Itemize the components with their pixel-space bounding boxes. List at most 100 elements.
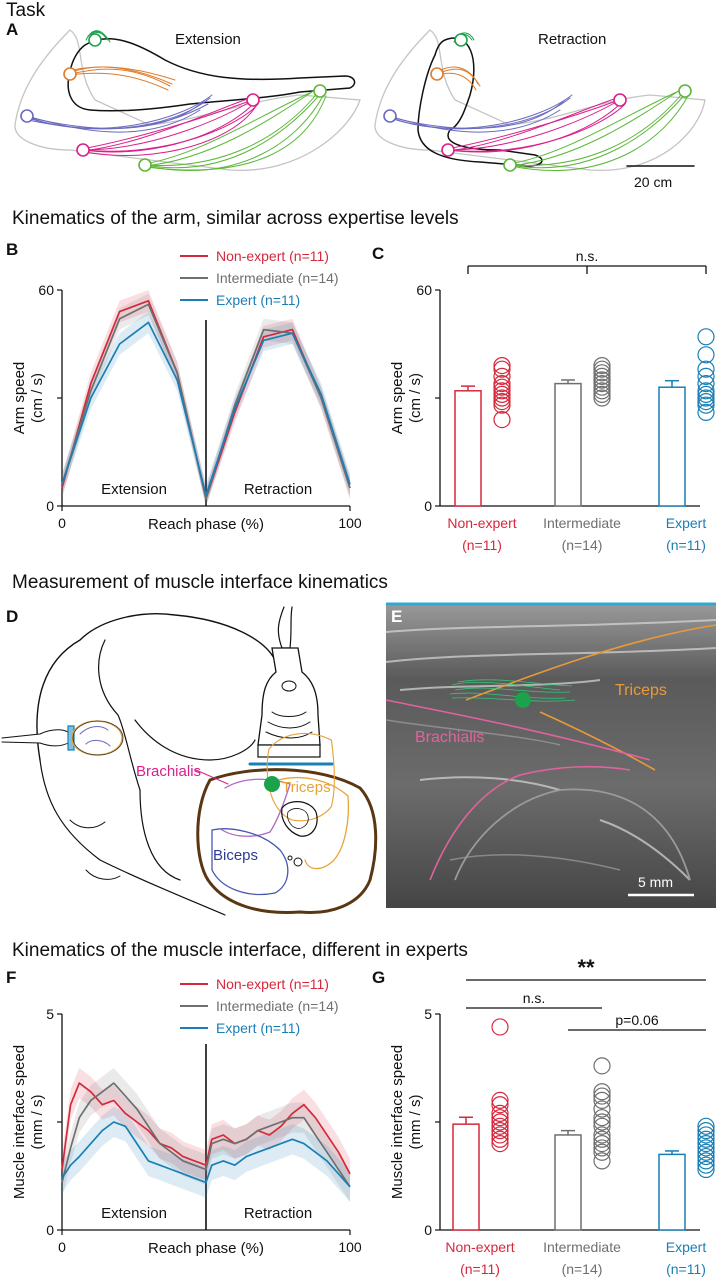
chartB-ylabel-1: Arm speed bbox=[11, 362, 28, 435]
panel-d: Brachialis Triceps Biceps bbox=[1, 606, 378, 916]
panel-a-retraction-title: Retraction bbox=[538, 31, 606, 48]
chartG-point-1 bbox=[593, 1126, 611, 1144]
chartG-bar-1 bbox=[554, 1134, 582, 1231]
chartC-point-2 bbox=[697, 375, 715, 393]
chartG-point-1 bbox=[593, 1057, 611, 1075]
chartC-point-0 bbox=[493, 360, 511, 378]
chartC-point-0 bbox=[493, 378, 511, 396]
chartG-point-1 bbox=[593, 1143, 611, 1161]
chartF-ylabel-2: (mm / s) bbox=[29, 1095, 46, 1150]
chartC-point-1 bbox=[593, 357, 611, 375]
chartG-point-0 bbox=[491, 1018, 509, 1036]
chartG-point-1 bbox=[593, 1134, 611, 1153]
panel-a-left-grey-outline bbox=[14, 29, 361, 171]
chartF-xlabel: Reach phase (%) bbox=[148, 1240, 264, 1257]
chartC-point-0 bbox=[493, 396, 511, 414]
chartC-point-0 bbox=[493, 393, 511, 411]
chartG-point-2 bbox=[697, 1143, 715, 1161]
shoulder-outline bbox=[36, 613, 276, 761]
panel-a-scale-label: 20 cm bbox=[634, 174, 672, 190]
chartC-point-1 bbox=[593, 360, 611, 378]
chartB-legend-label-0: Non-expert (n=11) bbox=[216, 248, 329, 264]
label-triceps: Triceps bbox=[282, 779, 331, 796]
chartC-point-0 bbox=[493, 411, 511, 429]
chartC-bar-1 bbox=[554, 382, 582, 507]
chartG-category-1: Intermediate bbox=[543, 1239, 621, 1255]
chartG-bar-2 bbox=[658, 1153, 686, 1231]
chartG-point-2 bbox=[697, 1117, 715, 1135]
panel-e: Triceps Brachialis 5 mm E bbox=[385, 602, 717, 908]
chartG-point-1 bbox=[593, 1139, 611, 1157]
panel-letter-b: B bbox=[6, 240, 19, 259]
chartG-ytick-label: 5 bbox=[424, 1006, 432, 1022]
chartG-point-1 bbox=[593, 1152, 611, 1170]
ultrasound-image bbox=[386, 603, 716, 908]
chartG-point-2 bbox=[697, 1160, 715, 1179]
panel-a: Extension Retraction 20 cm bbox=[14, 29, 706, 190]
chartC-category-n-0: (n=11) bbox=[462, 537, 502, 553]
chartC-category-1: Intermediate bbox=[543, 515, 621, 531]
chartC-category-2: Expert bbox=[666, 515, 707, 531]
chartG-point-2 bbox=[697, 1147, 715, 1166]
chartC-point-0 bbox=[493, 367, 511, 385]
chartC-point-2 bbox=[697, 328, 715, 346]
chartF-phase-extension: Extension bbox=[101, 1205, 167, 1222]
chartF-series-line-0 bbox=[61, 1082, 351, 1175]
chartC-sig-label-0: n.s. bbox=[576, 248, 599, 264]
chartG-bar-0 bbox=[452, 1123, 480, 1231]
chartG-category-n-1: (n=14) bbox=[562, 1261, 603, 1277]
chartC-point-1 bbox=[593, 389, 611, 407]
ultrasound-probe-icon bbox=[257, 647, 321, 746]
chartC-ylabel-1: Arm speed bbox=[389, 362, 406, 435]
chartG-point-2 bbox=[697, 1152, 715, 1170]
panel-a-right-arm-outline bbox=[417, 37, 543, 167]
chartF-ytick-label: 0 bbox=[46, 1222, 54, 1238]
chartG-ytick-label: 0 bbox=[424, 1222, 432, 1238]
chartF-ytick-label: 5 bbox=[46, 1006, 54, 1022]
section-title-interface: Kinematics of the muscle interface, diff… bbox=[12, 940, 468, 961]
chartG-point-2 bbox=[697, 1126, 715, 1144]
chartG-point-1 bbox=[593, 1091, 611, 1110]
chartC-point-2 bbox=[697, 396, 715, 414]
arm-ultrasound-probe bbox=[1, 729, 71, 747]
chartC-point-1 bbox=[593, 371, 611, 389]
chartF-phase-retraction: Retraction bbox=[244, 1205, 312, 1222]
panel-letter-d: D bbox=[6, 607, 19, 626]
chartB-ylabel-2: (cm / s) bbox=[29, 373, 46, 423]
chartG-point-0 bbox=[491, 1109, 509, 1127]
chartF-band-1 bbox=[62, 1068, 350, 1202]
us-scale-label: 5 mm bbox=[638, 874, 673, 890]
chartC-point-1 bbox=[593, 382, 611, 400]
panel-a-left-arm-outline bbox=[67, 38, 356, 112]
us-label-triceps: Triceps bbox=[615, 682, 667, 699]
panel-letter-g: G bbox=[372, 968, 386, 987]
chartB-ytick-label: 60 bbox=[38, 282, 54, 298]
panel-a-right-grey-outline bbox=[374, 29, 706, 171]
chartG-sig-label-1: p=0.06 bbox=[615, 1012, 658, 1028]
chartB-band-0 bbox=[62, 290, 350, 506]
chartF-xtick-label: 0 bbox=[58, 1239, 66, 1255]
chartC-bar-2 bbox=[658, 386, 686, 507]
probe-cable bbox=[277, 606, 293, 649]
chartG-point-2 bbox=[697, 1139, 715, 1157]
chartG-point-2 bbox=[697, 1156, 715, 1174]
chartC-point-1 bbox=[593, 375, 611, 393]
chartG-sig-label-2: ** bbox=[577, 955, 595, 980]
chartG-point-1 bbox=[593, 1117, 611, 1135]
chartG-sig-label-0: n.s. bbox=[523, 990, 546, 1006]
interface-marker-dot bbox=[264, 776, 280, 792]
chartF-xtick-label: 100 bbox=[338, 1239, 362, 1255]
chartF-legend-label-0: Non-expert (n=11) bbox=[216, 976, 329, 992]
section-title-arm: Kinematics of the arm, similar across ex… bbox=[12, 208, 459, 229]
chartC-point-2 bbox=[697, 385, 715, 403]
chartC-category-0: Non-expert bbox=[447, 515, 516, 531]
chartC-point-1 bbox=[593, 364, 611, 382]
chartG-point-1 bbox=[593, 1087, 611, 1105]
chartG-point-0 bbox=[491, 1096, 509, 1114]
chartB-xtick-label: 0 bbox=[58, 515, 66, 531]
chartG-category-n-0: (n=11) bbox=[460, 1261, 500, 1277]
chartG-point-0 bbox=[491, 1104, 509, 1122]
